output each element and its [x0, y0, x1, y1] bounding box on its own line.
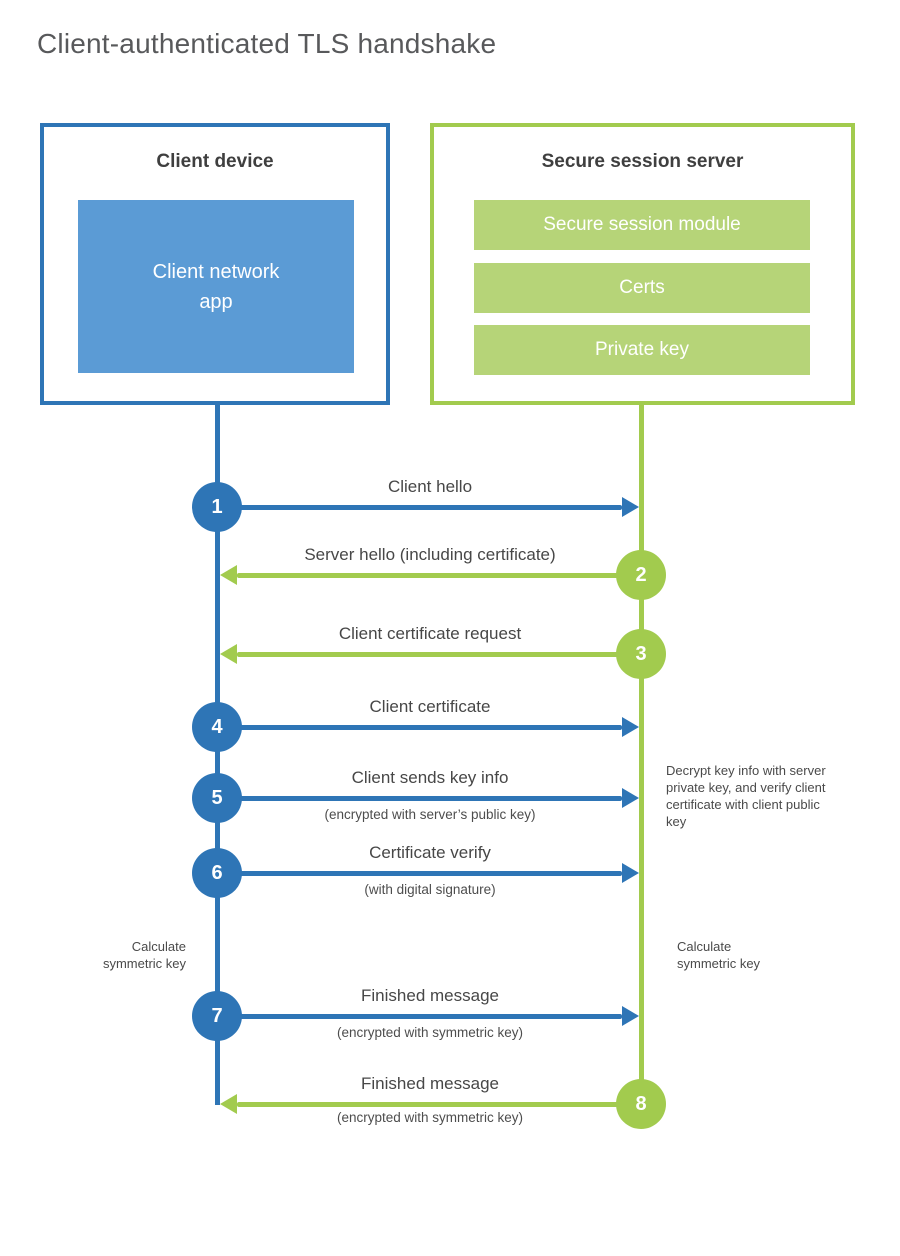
server-lifeline: [639, 405, 644, 1105]
arrow-head-right-icon: [622, 717, 639, 737]
arrow-shaft: [217, 505, 622, 510]
message-label: Finished message: [361, 986, 499, 1005]
step-number: 8: [635, 1092, 647, 1115]
client-network-app-box: Client network app: [78, 200, 354, 373]
client-network-app-label: Client network app: [152, 260, 280, 313]
decrypt-key-note: Decrypt key info with server private key…: [666, 763, 826, 829]
arrow-shaft: [237, 1102, 641, 1107]
arrow-head-right-icon: [622, 863, 639, 883]
step-circle-5: 5: [192, 773, 242, 823]
message-sublabel: (encrypted with symmetric key): [336, 1025, 524, 1040]
calc-symmetric-key-right: Calculate symmetric key: [677, 939, 761, 971]
arrow-head-right-icon: [622, 1006, 639, 1026]
arrow-shaft: [217, 871, 622, 876]
message-label: Finished message: [361, 1074, 499, 1093]
arrow-shaft: [217, 1014, 622, 1019]
arrow-head-left-icon: [220, 644, 237, 664]
message-label: Certificate verify: [369, 843, 491, 862]
client-device-title: Client device: [156, 151, 274, 172]
step-number: 3: [635, 642, 647, 665]
message-sublabel: (encrypted with server’s public key): [324, 807, 536, 822]
arrow-head-right-icon: [622, 788, 639, 808]
step-number: 6: [211, 861, 223, 884]
step-number: 1: [211, 495, 223, 518]
step-number: 2: [635, 563, 647, 586]
step-circle-8: 8: [616, 1079, 666, 1129]
arrow-head-right-icon: [622, 497, 639, 517]
step-circle-4: 4: [192, 702, 242, 752]
message-label: Client certificate: [369, 697, 491, 716]
secure-session-server-box: Secure session server Secure session mod…: [430, 123, 855, 405]
arrow-head-left-icon: [220, 1094, 237, 1114]
server-module-certs: Certs: [474, 263, 810, 313]
message-label: Client certificate request: [338, 624, 522, 643]
message-label: Client sends key info: [351, 768, 509, 787]
step-circle-7: 7: [192, 991, 242, 1041]
message-label: Server hello (including certificate): [304, 545, 556, 564]
server-module-private-key: Private key: [474, 325, 810, 375]
step-number: 7: [211, 1004, 223, 1027]
message-label: Client hello: [387, 477, 473, 496]
arrow-shaft: [237, 652, 641, 657]
client-device-box: Client device Client network app: [40, 123, 390, 405]
step-number: 5: [211, 786, 223, 809]
step-number: 4: [211, 715, 223, 738]
arrow-shaft: [237, 573, 641, 578]
step-circle-3: 3: [616, 629, 666, 679]
server-module-secure-session: Secure session module: [474, 200, 810, 250]
arrow-shaft: [217, 796, 622, 801]
arrow-head-left-icon: [220, 565, 237, 585]
calc-symmetric-key-left: Calculate symmetric key: [102, 939, 186, 971]
step-circle-1: 1: [192, 482, 242, 532]
secure-session-server-title: Secure session server: [541, 151, 744, 172]
arrow-shaft: [217, 725, 622, 730]
message-sublabel: (with digital signature): [364, 882, 496, 897]
message-sublabel: (encrypted with symmetric key): [336, 1110, 524, 1125]
step-circle-2: 2: [616, 550, 666, 600]
step-circle-6: 6: [192, 848, 242, 898]
client-lifeline: [215, 405, 220, 1105]
page-title: Client-authenticated TLS handshake: [37, 28, 497, 59]
